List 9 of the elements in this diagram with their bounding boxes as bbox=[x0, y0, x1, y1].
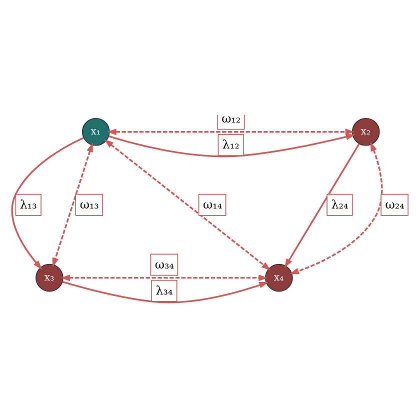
edge-label: λ₁₃ bbox=[20, 196, 37, 211]
edge-label: ω₁₄ bbox=[203, 196, 222, 211]
edge-label: λ₃₄ bbox=[156, 282, 173, 297]
edge-label: ω₁₂ bbox=[222, 110, 241, 125]
edge-label: λ₁₂ bbox=[222, 136, 240, 151]
edge-label: ω₂₄ bbox=[385, 196, 404, 211]
edge-label: ω₃₄ bbox=[154, 256, 174, 271]
edge-label: ω₁₃ bbox=[80, 196, 99, 211]
edge-label: λ₂₄ bbox=[331, 196, 348, 211]
